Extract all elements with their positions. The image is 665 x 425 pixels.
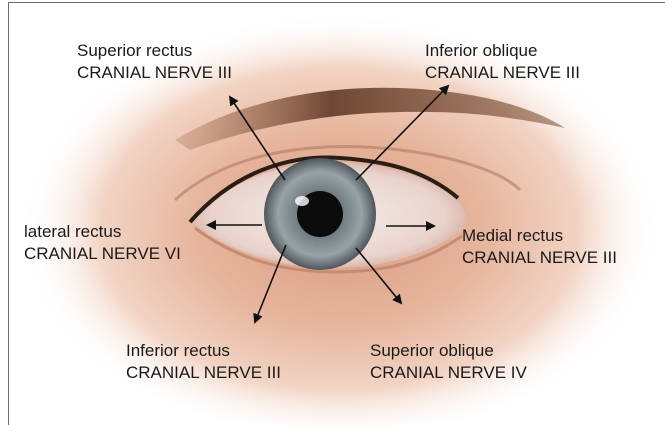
- nerve-name: CRANIAL NERVE IV: [370, 362, 527, 384]
- muscle-name: lateral rectus: [24, 221, 181, 243]
- label-lateral-rectus: lateral rectus CRANIAL NERVE VI: [24, 221, 181, 265]
- muscle-name: Medial rectus: [462, 225, 617, 247]
- nerve-name: CRANIAL NERVE VI: [24, 243, 181, 265]
- label-inferior-rectus: Inferior rectus CRANIAL NERVE III: [126, 340, 281, 384]
- label-medial-rectus: Medial rectus CRANIAL NERVE III: [462, 225, 617, 269]
- muscle-name: Superior oblique: [370, 340, 527, 362]
- nerve-name: CRANIAL NERVE III: [126, 362, 281, 384]
- nerve-name: CRANIAL NERVE III: [77, 62, 232, 84]
- label-superior-oblique: Superior oblique CRANIAL NERVE IV: [370, 340, 527, 384]
- label-inferior-oblique: Inferior oblique CRANIAL NERVE III: [425, 40, 580, 84]
- pupil-highlight: [295, 196, 309, 206]
- label-superior-rectus: Superior rectus CRANIAL NERVE III: [77, 40, 232, 84]
- muscle-name: Inferior oblique: [425, 40, 580, 62]
- muscle-name: Superior rectus: [77, 40, 232, 62]
- nerve-name: CRANIAL NERVE III: [462, 247, 617, 269]
- muscle-name: Inferior rectus: [126, 340, 281, 362]
- nerve-name: CRANIAL NERVE III: [425, 62, 580, 84]
